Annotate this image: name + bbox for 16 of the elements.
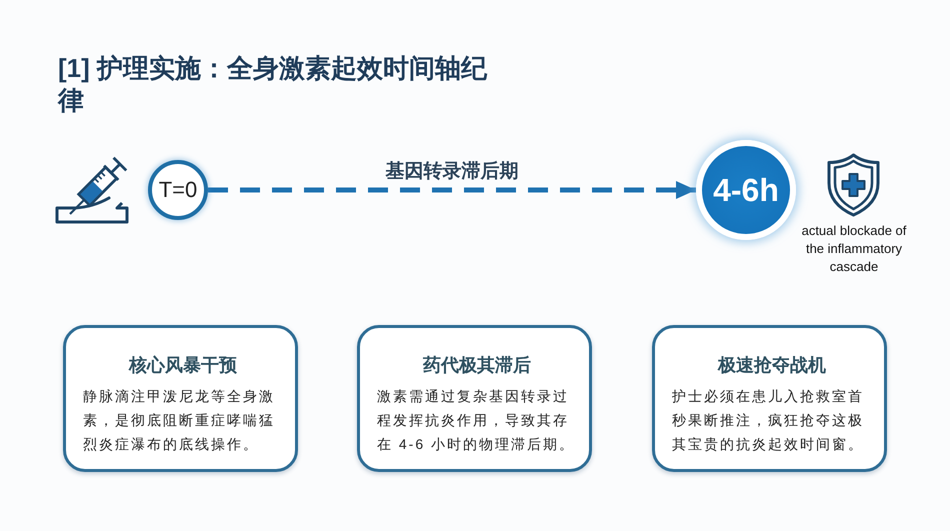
card-text: 静脉滴注甲泼尼龙等全身激素，是彻底阻断重症哮喘猛烈炎症瀑布的底线操作。 (83, 387, 276, 454)
card-text: 护士必须在患儿入抢救室首秒果断推注，疯狂抢夺这极其宝贵的抗炎起效时间窗。 (672, 387, 865, 454)
timeline-circle (148, 160, 208, 220)
dashed-arrow (208, 181, 696, 199)
page-title: [1] 护理实施：全身激素起效时间轴纪律 (58, 52, 488, 116)
card-title: 极速抢夺战机 (716, 354, 827, 377)
time-label: 4-6h (713, 172, 779, 208)
info-card (357, 325, 592, 472)
card-text: 激素需通过复杂基因转录过程发挥抗炎作用，导致其存在 4-6 小时的物理滞后期。 (377, 387, 576, 454)
node-label: T=0 (158, 177, 198, 203)
info-card (63, 325, 298, 472)
card-title: 药代极其滞后 (422, 354, 532, 377)
info-card (652, 325, 887, 472)
caption-text: actual blockade of the inflammatory cascade (800, 222, 908, 276)
milestone-circle (696, 140, 796, 240)
card-title: 核心风暴干预 (128, 354, 238, 377)
